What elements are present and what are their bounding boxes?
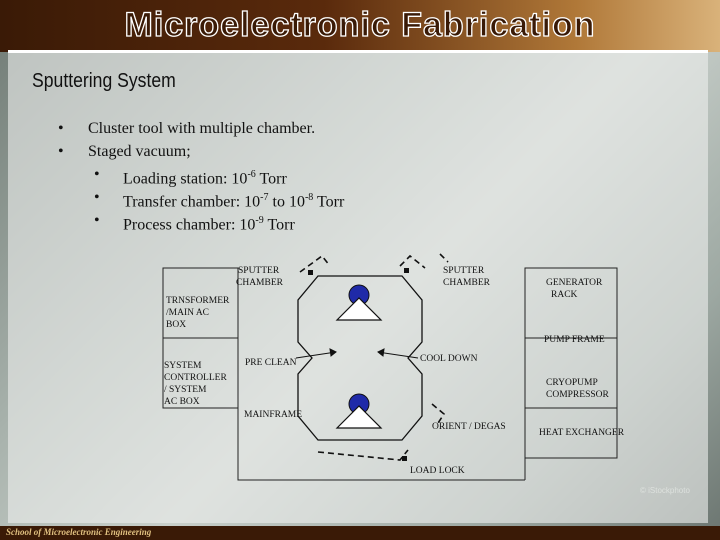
label-system-controller: CONTROLLER [164, 373, 227, 383]
bullet-dot-icon: • [94, 212, 100, 229]
label-mainframe: MAINFRAME [244, 410, 302, 420]
marker-icon [308, 270, 313, 275]
marker-icon [402, 456, 407, 461]
sputter-chamber-right-outline [399, 254, 426, 269]
bullet-dot-icon: • [58, 143, 64, 160]
bullet-text: Cluster tool with multiple chamber. [88, 120, 316, 137]
label-sputter-chamber-right: CHAMBER [443, 278, 491, 288]
label-cryopump: COMPRESSOR [546, 390, 609, 400]
bullet-dot-icon: • [58, 120, 64, 137]
footer-bar: School of Microelectronic Engineering [0, 526, 720, 540]
bullet-text: Staged vacuum; [88, 143, 191, 160]
heat-exchanger-box [524, 407, 618, 459]
label-pre-clean: PRE CLEAN [245, 358, 297, 368]
label-transformer: /MAIN AC [166, 308, 209, 318]
label-heat-exchanger: HEAT EXCHANGER [539, 428, 625, 438]
upper-robot-arm-icon [335, 297, 383, 321]
label-load-lock: LOAD LOCK [410, 466, 465, 476]
label-pump-frame: PUMP FRAME [544, 335, 605, 345]
title-banner: Microelectronic Fabrication [0, 0, 720, 52]
sputter-chamber-right-vent [439, 253, 449, 263]
bullet-dot-icon: • [94, 166, 100, 183]
label-cool-down: COOL DOWN [420, 354, 478, 364]
label-system-controller: / SYSTEM [164, 385, 207, 395]
lower-robot-arm-icon [335, 405, 383, 429]
sputter-chamber-left-outline [299, 254, 331, 273]
label-cryopump: CRYOPUMP [546, 378, 598, 388]
mainframe-outline [237, 268, 525, 481]
label-transformer: BOX [166, 320, 186, 330]
label-sputter-chamber-right: SPUTTER [443, 266, 485, 276]
bullet-dot-icon: • [94, 189, 100, 206]
label-sputter-chamber-left: CHAMBER [236, 278, 284, 288]
watermark: © iStockphoto [640, 486, 690, 495]
label-sputter-chamber-left: SPUTTER [238, 266, 280, 276]
label-orient-degas: ORIENT / DEGAS [432, 422, 506, 432]
sub-bullet-text: Transfer chamber: 10-7 to 10-8 Torr [123, 192, 345, 211]
label-system-controller: AC BOX [164, 397, 200, 407]
label-generator-rack: RACK [551, 290, 578, 300]
cool-down-arrow [377, 351, 419, 359]
sub-bullet-text: Process chamber: 10-9 Torr [123, 215, 295, 234]
label-system-controller: SYSTEM [164, 361, 202, 371]
arrowhead-icon [329, 348, 337, 357]
slide-subtitle: Sputtering System [32, 70, 176, 92]
arrowhead-icon [377, 348, 385, 357]
banner-title: Microelectronic Fabrication [124, 5, 596, 44]
label-transformer: TRNSFORMER [166, 296, 230, 306]
orient-degas-outline [431, 403, 446, 427]
transfer-chamber [297, 275, 423, 441]
pre-clean-arrow [295, 351, 337, 359]
label-generator-rack: GENERATOR [546, 278, 603, 288]
marker-icon [404, 268, 409, 273]
sub-bullet-text: Loading station: 10-6 Torr [123, 169, 287, 188]
load-lock-outline [317, 449, 409, 461]
footer-text: School of Microelectronic Engineering [6, 527, 152, 537]
